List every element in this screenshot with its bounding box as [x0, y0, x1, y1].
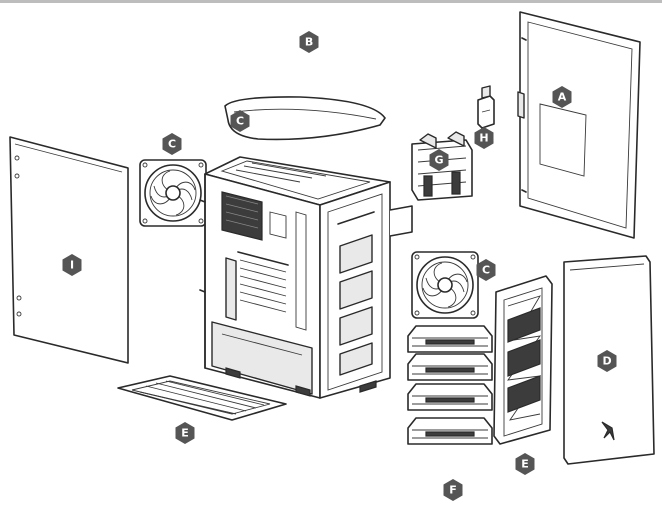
bottom-dust-filter — [117, 375, 287, 421]
fan-middle — [411, 251, 479, 319]
callout-label: G — [434, 154, 443, 167]
callout-H: H — [474, 127, 494, 149]
fan-top-left — [139, 159, 207, 227]
top-rule — [0, 0, 662, 3]
callout-A: A — [552, 86, 572, 108]
callout-G: G — [429, 149, 449, 171]
callout-F: F — [443, 479, 463, 501]
cable-bracket — [477, 85, 495, 129]
callout-C-top-left-fan: C — [162, 133, 182, 155]
callout-E-front: E — [515, 453, 535, 475]
brand-logo-mark — [601, 421, 615, 441]
callout-label: A — [558, 91, 567, 104]
callout-label: E — [181, 427, 189, 440]
ssd-cage — [411, 131, 473, 201]
top-dust-cover — [224, 96, 386, 141]
callout-label: D — [602, 355, 611, 368]
right-side-panel — [517, 11, 641, 239]
callout-label: E — [521, 458, 529, 471]
callout-label: C — [236, 115, 244, 128]
callout-E-bottom: E — [175, 422, 195, 444]
drive-tray-stack — [407, 325, 493, 445]
callout-label: B — [305, 36, 313, 49]
callout-C-middle-fan: C — [476, 259, 496, 281]
front-dust-filter — [493, 275, 553, 445]
callout-label: C — [482, 264, 490, 277]
callout-B: B — [299, 31, 319, 53]
case-chassis — [199, 156, 413, 399]
callout-C-top-cover: C — [230, 110, 250, 132]
callout-label: H — [479, 132, 488, 145]
callout-label: C — [168, 138, 176, 151]
left-side-panel — [9, 136, 129, 364]
callout-I: I — [62, 254, 82, 276]
callout-D: D — [597, 350, 617, 372]
callout-label: I — [70, 259, 74, 272]
callout-label: F — [449, 484, 457, 497]
